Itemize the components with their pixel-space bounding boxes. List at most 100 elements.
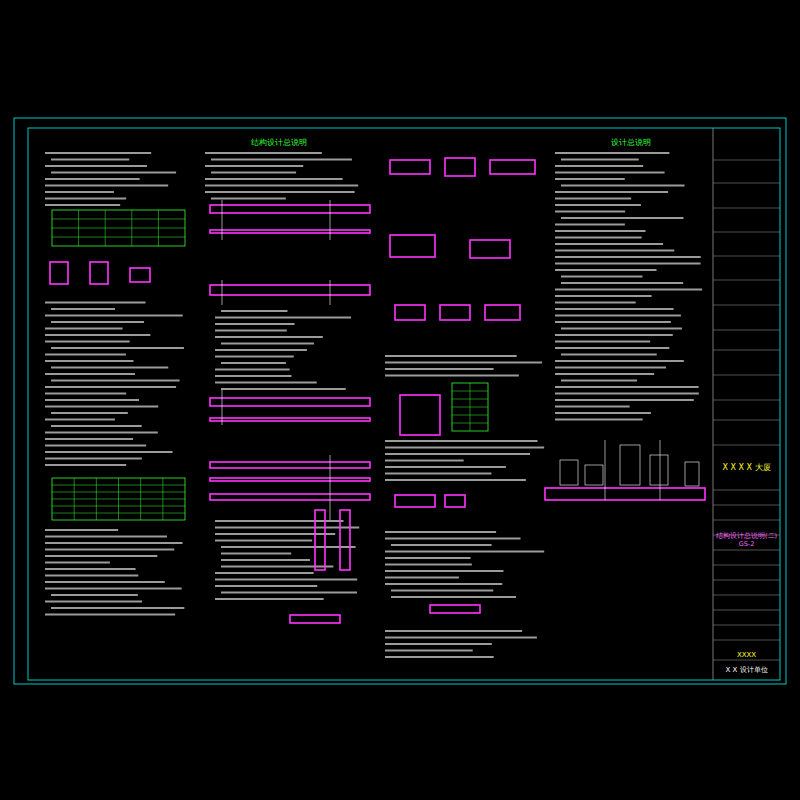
note-line <box>45 562 110 564</box>
note-line <box>555 295 652 297</box>
callout-boxes <box>560 445 699 486</box>
table-col-line <box>118 478 119 520</box>
note-line <box>221 546 356 548</box>
note-line <box>45 601 142 603</box>
note-line <box>555 419 643 421</box>
note-line <box>45 458 142 460</box>
note-line <box>51 594 138 596</box>
rebar-detail <box>210 418 370 421</box>
note-line <box>45 334 150 336</box>
note-line <box>215 572 314 574</box>
outer-frame <box>14 118 786 684</box>
note-line <box>51 159 129 161</box>
note-line <box>215 585 317 587</box>
title-row-line <box>713 580 780 581</box>
note-line <box>215 579 357 581</box>
note-line <box>45 386 176 388</box>
note-line <box>385 650 473 652</box>
note-line <box>45 614 175 616</box>
rebar-detail <box>395 305 425 320</box>
note-line <box>205 165 303 167</box>
note-line <box>385 368 494 370</box>
rebar-detail <box>395 495 435 507</box>
title-block-rows <box>713 160 780 660</box>
rebar-detail <box>315 510 325 570</box>
title-block-border <box>713 128 714 680</box>
note-line <box>51 308 115 310</box>
rebar-detail <box>90 262 108 284</box>
table-row-line <box>52 228 185 229</box>
note-line <box>51 347 184 349</box>
note-line <box>51 607 184 609</box>
note-line <box>221 553 291 555</box>
note-line <box>555 399 694 401</box>
note-line <box>561 276 642 278</box>
note-line <box>45 152 151 154</box>
rebar-detail <box>400 395 440 435</box>
schedule-table <box>52 478 185 520</box>
note-line <box>385 551 544 553</box>
title-row-line <box>713 350 780 351</box>
title-row-line <box>713 183 780 184</box>
note-line <box>45 432 158 434</box>
note-line <box>45 464 126 466</box>
rebar-detail <box>210 478 370 481</box>
callout-box <box>560 460 578 485</box>
dimension-line <box>330 455 331 520</box>
note-line <box>45 328 123 330</box>
note-line <box>555 237 642 239</box>
note-line <box>215 598 324 600</box>
note-line <box>385 466 506 468</box>
note-line <box>45 204 120 206</box>
note-line <box>385 375 519 377</box>
note-line <box>45 373 135 375</box>
table-border <box>52 478 185 520</box>
note-line <box>555 289 702 291</box>
note-line <box>45 438 133 440</box>
note-line <box>215 349 307 351</box>
note-line <box>385 453 530 455</box>
note-line <box>561 380 637 382</box>
table-row-line <box>52 219 185 220</box>
note-line <box>555 204 641 206</box>
note-line <box>215 382 317 384</box>
note-line <box>385 362 542 364</box>
note-line <box>385 630 522 632</box>
dimension-line <box>222 390 223 425</box>
note-line <box>45 529 118 531</box>
note-line <box>385 447 544 449</box>
note-line <box>45 399 139 401</box>
inner-frame <box>28 128 780 680</box>
note-line <box>215 336 323 338</box>
note-line <box>385 643 492 645</box>
rebar-detail <box>485 305 520 320</box>
note-line <box>561 185 685 187</box>
cell-text: X X X X 大厦 <box>716 463 777 473</box>
note-line <box>45 354 126 356</box>
rebar-detail <box>390 235 435 257</box>
rebar-detail <box>440 305 470 320</box>
note-line <box>45 185 168 187</box>
note-line <box>555 373 654 375</box>
note-line <box>555 230 646 232</box>
note-line <box>555 243 663 245</box>
note-line <box>555 224 625 226</box>
note-line <box>45 549 174 551</box>
note-line <box>555 315 681 317</box>
cell-text: GS-2 <box>716 541 777 549</box>
note-line <box>45 198 126 200</box>
title-block-cell: 结构设计总说明(二)GS-2 <box>714 532 779 550</box>
note-line <box>221 310 287 312</box>
note-line <box>221 362 286 364</box>
title-block-cell: X X X X 大厦 <box>714 462 779 474</box>
title-block-cell: X X 设计单位 <box>714 665 779 675</box>
note-line <box>555 386 699 388</box>
note-line <box>555 321 671 323</box>
table-col-line <box>96 478 97 520</box>
table-border <box>52 210 185 246</box>
schedule-table <box>452 383 488 431</box>
note-line <box>45 588 182 590</box>
note-line <box>555 393 699 395</box>
note-line <box>555 178 625 180</box>
